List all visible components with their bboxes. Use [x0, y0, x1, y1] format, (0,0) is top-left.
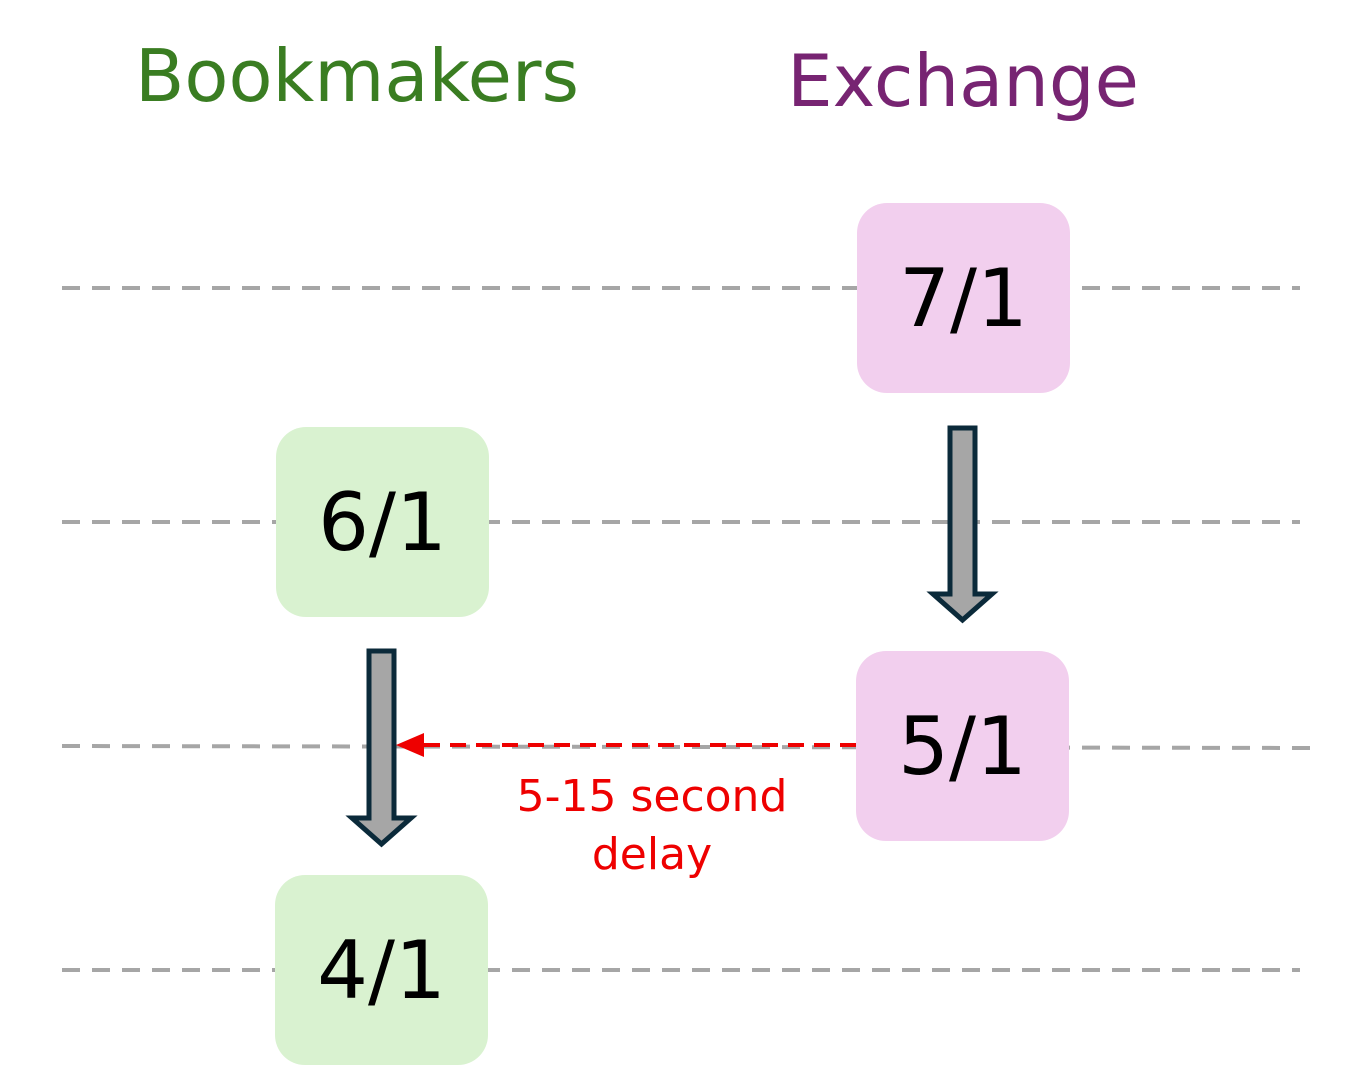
exchange-odds-box-5-1: 5/1: [856, 651, 1069, 841]
bookmakers-title: Bookmakers: [135, 34, 579, 118]
exchange-odds-box-7-1: 7/1: [857, 203, 1070, 393]
delay-label: 5-15 second delay: [517, 768, 788, 884]
exchange-odds-value: 5/1: [898, 699, 1027, 793]
bookmaker-odds-box-4-1: 4/1: [275, 875, 488, 1065]
exchange-odds-value: 7/1: [899, 251, 1028, 345]
delay-label-line-2: delay: [591, 829, 713, 880]
bookmaker-odds-value: 4/1: [317, 923, 446, 1017]
exchange-title: Exchange: [787, 39, 1139, 123]
price-level-line-3: [61, 744, 1319, 750]
bookmaker-odds-value: 6/1: [318, 475, 447, 569]
delay-label-line-1: 5-15 second: [516, 771, 788, 822]
bookmaker-odds-box-6-1: 6/1: [276, 427, 489, 617]
